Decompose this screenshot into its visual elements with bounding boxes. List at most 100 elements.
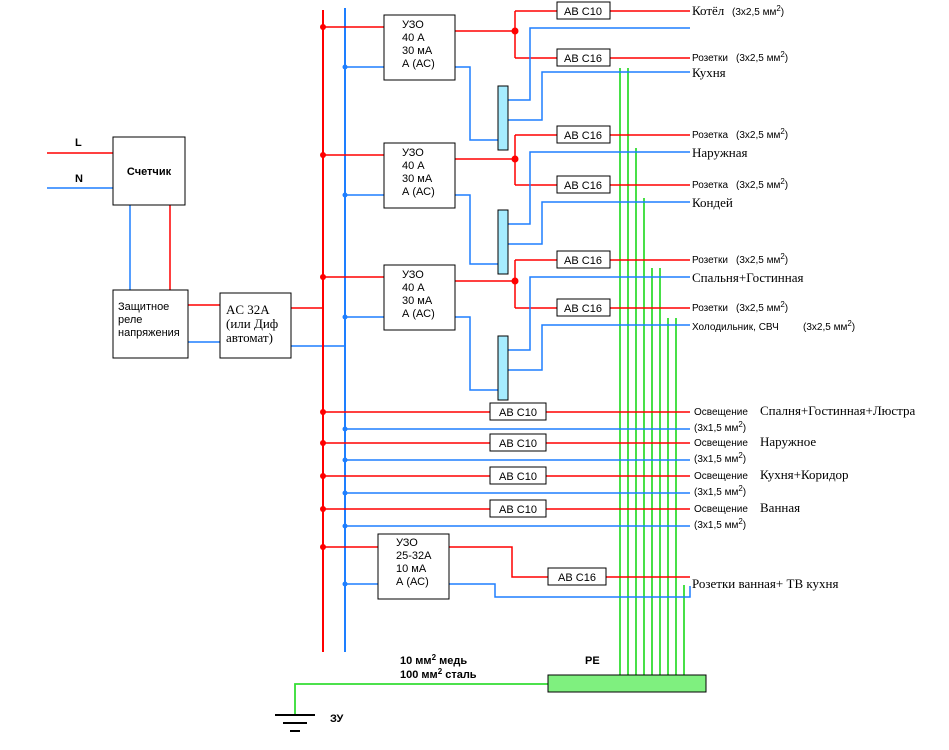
label-aircon-socket: Розетка — [692, 180, 729, 191]
rcd2-circuit-2-neutral — [508, 201, 690, 245]
pe-busbar — [547, 674, 707, 693]
rcd4-neutral-junction — [342, 581, 348, 587]
breaker-kitchen-sockets — [556, 48, 611, 67]
label-fridge-sockets: Розетки — [692, 303, 728, 314]
breaker-fridge-sockets-label: АВ С16 — [564, 303, 602, 315]
breaker-outdoor-socket — [556, 125, 611, 144]
rcd2-neutral-out — [455, 194, 498, 265]
label-aircon-socket-circuit: Кондей — [692, 195, 733, 210]
breaker-kitchen-sockets-label: АВ С16 — [564, 53, 602, 65]
rcd2-label-2: 40 А — [402, 160, 425, 172]
relay-label-2: реле — [118, 314, 142, 326]
rcd2-label-1: УЗО — [402, 147, 424, 159]
light1-neutral-junction — [342, 426, 348, 432]
label-bath-sockets: Розетки ванная+ ТВ кухня — [692, 576, 838, 591]
breaker-outdoor-socket-label: АВ С16 — [564, 130, 602, 142]
rcd3-circuit-1-neutral — [508, 276, 690, 351]
light3-phase-junction — [320, 473, 326, 479]
earth-copper-label: 10 мм2 медь — [400, 653, 467, 668]
breaker-light3-label: АВ С10 — [499, 471, 537, 483]
label-boiler: Котёл — [692, 3, 725, 18]
rcd3-label-4: А (АС) — [402, 308, 435, 320]
rcd2-phase-junction — [320, 152, 326, 158]
rcd1-label-2: 40 А — [402, 32, 425, 44]
rcd1-neutral-junction — [342, 64, 348, 70]
rcd1-label-4: А (АС) — [402, 58, 435, 70]
rcd1-phase-junction — [320, 24, 326, 30]
light4-phase-junction — [320, 506, 326, 512]
rcd3-label-1: УЗО — [402, 269, 424, 281]
main-breaker-label-1: AC 32A — [226, 302, 270, 317]
light4-label: Ванная — [760, 500, 800, 515]
breaker-aircon-socket — [556, 175, 611, 194]
rcd4-label-3: 10 мА — [396, 563, 427, 575]
rcd2-label-4: А (АС) — [402, 186, 435, 198]
cable-outdoor-socket: (3х2,5 мм2) — [736, 127, 788, 142]
breaker-boiler — [556, 1, 611, 20]
rcd1-label-1: УЗО — [402, 19, 424, 31]
breaker-bedroom-sockets-label: АВ С16 — [564, 255, 602, 267]
rcd2-neutral-junction — [342, 192, 348, 198]
breaker-light2 — [489, 433, 547, 452]
breaker-light4 — [489, 499, 547, 518]
rcd3-label-2: 40 А — [402, 282, 425, 294]
light1-phase-junction — [320, 409, 326, 415]
rcd3-circuit-2-neutral — [508, 324, 690, 371]
breaker-bath — [547, 567, 607, 586]
cable-aircon-socket: (3х2,5 мм2) — [736, 177, 788, 192]
phase-input-label: L — [75, 137, 82, 149]
breaker-light1 — [489, 402, 547, 421]
light4-cable: (3х1,5 мм2) — [694, 517, 746, 532]
rcd4-label-4: А (АС) — [396, 576, 429, 588]
rcd4-phase-junction — [320, 544, 326, 550]
neutral-input-label: N — [75, 173, 83, 185]
rcd1-box — [383, 14, 456, 81]
light3-cable: (3х1,5 мм2) — [694, 484, 746, 499]
light2-prefix: Освещение — [694, 438, 748, 449]
rcd3-neutral-out — [455, 316, 498, 391]
light2-phase-junction — [320, 440, 326, 446]
label-kitchen-sockets-circuit: Кухня — [692, 65, 726, 80]
relay-label-3: напряжения — [118, 327, 180, 339]
light1-label: Спалня+Гостинная+Люстра — [760, 403, 916, 418]
main-breaker-label-3: автомат) — [226, 330, 273, 345]
rcd3-split-junction — [511, 277, 519, 285]
label-kitchen-sockets: Розетки — [692, 53, 728, 64]
breaker-bedroom-sockets — [556, 250, 611, 269]
label-outdoor-socket: Розетка — [692, 130, 729, 141]
relay-label-1: Защитное — [118, 301, 169, 313]
breaker-light2-label: АВ С10 — [499, 438, 537, 450]
label-bedroom-sockets-circuit: Спальня+Гостинная — [692, 270, 803, 285]
rcd3-neutral-bar — [497, 335, 509, 401]
earth-ground-line — [294, 683, 548, 715]
breaker-light4-label: АВ С10 — [499, 504, 537, 516]
ground-label: ЗУ — [330, 713, 343, 725]
rcd3-neutral-junction — [342, 314, 348, 320]
bath-neutral-out — [449, 583, 691, 598]
cable-bedroom-sockets: (3х2,5 мм2) — [736, 252, 788, 267]
rcd2-neutral-bar — [497, 209, 509, 275]
light2-cable: (3х1,5 мм2) — [694, 451, 746, 466]
label-outdoor-socket-circuit: Наружная — [692, 145, 748, 160]
label-bedroom-sockets: Розетки — [692, 255, 728, 266]
light1-prefix: Освещение — [694, 407, 748, 418]
breaker-light3 — [489, 466, 547, 485]
rcd4-label-2: 25-32А — [396, 550, 432, 562]
main-breaker-box — [219, 292, 292, 359]
rcd1-neutral-out — [455, 66, 498, 141]
cable-fridge-sockets-circuit: (3х2,5 мм2) — [803, 319, 855, 334]
rcd2-box — [383, 142, 456, 209]
rcd1-label-3: 30 мА — [402, 45, 433, 57]
rcd4-to-breaker — [449, 546, 548, 578]
cable-kitchen-sockets: (3х2,5 мм2) — [736, 50, 788, 65]
breaker-boiler-label: АВ С10 — [564, 6, 602, 18]
meter-label: Счетчик — [127, 166, 172, 178]
breaker-light1-label: АВ С10 — [499, 407, 537, 419]
earth-steel-label: 100 мм2 сталь — [400, 667, 477, 682]
rcd4-box — [377, 533, 450, 600]
label-fridge-sockets-circuit: Холодильник, СВЧ — [692, 322, 779, 333]
relay-box — [112, 289, 189, 359]
rcd2-circuit-1-neutral — [508, 151, 690, 225]
breaker-fridge-sockets — [556, 298, 611, 317]
